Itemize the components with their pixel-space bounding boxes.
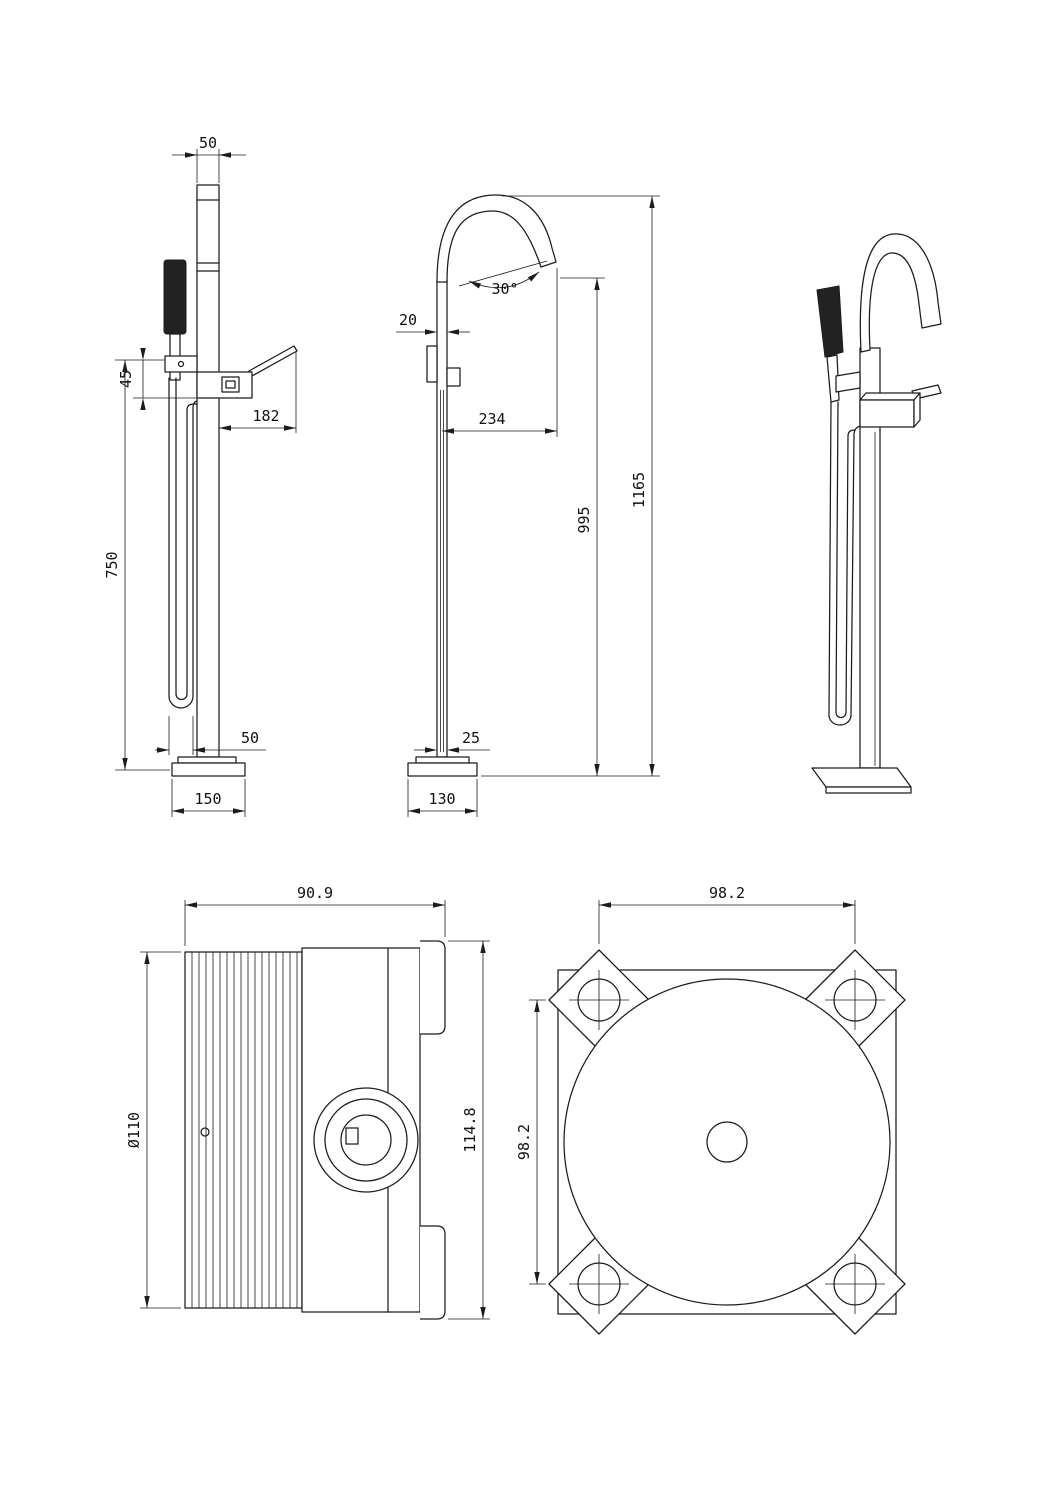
svg-text:45: 45 bbox=[117, 370, 135, 388]
faucet-front-view: 20 30° 234 995 1165 bbox=[396, 194, 660, 817]
svg-text:130: 130 bbox=[428, 790, 455, 808]
dim-lower-column-width: 25 bbox=[414, 729, 490, 753]
center-hole bbox=[706, 1121, 748, 1163]
hand-shower-holder bbox=[164, 355, 198, 373]
svg-text:114.8: 114.8 bbox=[461, 1107, 479, 1152]
svg-text:1165: 1165 bbox=[630, 472, 648, 508]
dim-valve-depth: 90.9 bbox=[184, 884, 446, 946]
dim-column-height: 750 bbox=[103, 360, 128, 770]
svg-text:25: 25 bbox=[462, 729, 480, 747]
dim-column-width: 20 bbox=[396, 311, 470, 335]
svg-text:98.2: 98.2 bbox=[515, 1124, 533, 1160]
mounting-lug bbox=[804, 1233, 906, 1335]
faucet-column bbox=[436, 279, 448, 758]
mounting-tab bbox=[420, 1225, 446, 1320]
dim-valve-height: 114.8 bbox=[448, 940, 490, 1320]
dim-base-width: 130 bbox=[407, 779, 478, 817]
shower-hose bbox=[828, 401, 867, 726]
spout bbox=[859, 233, 942, 353]
dim-bracket-height: 45 bbox=[117, 348, 146, 410]
base-plate bbox=[171, 756, 246, 777]
dim-top-width: 50 bbox=[172, 134, 246, 183]
mixer-bracket bbox=[426, 345, 461, 387]
dim-hole-spacing-x: 98.2 bbox=[598, 884, 856, 944]
svg-text:50: 50 bbox=[241, 729, 259, 747]
shower-hose bbox=[168, 377, 207, 709]
valve-body bbox=[301, 940, 446, 1320]
svg-text:50: 50 bbox=[199, 134, 217, 152]
svg-text:182: 182 bbox=[252, 407, 279, 425]
svg-text:150: 150 bbox=[194, 790, 221, 808]
svg-text:20: 20 bbox=[399, 311, 417, 329]
base-plate bbox=[811, 767, 912, 794]
svg-text:995: 995 bbox=[575, 506, 593, 533]
mixer-bracket bbox=[196, 345, 298, 399]
screw-hole bbox=[200, 1127, 210, 1137]
corrugated-sleeve bbox=[184, 951, 303, 1309]
valve-side-view: 90.9 Ø110 114.8 bbox=[125, 884, 490, 1320]
faucet-column bbox=[196, 184, 220, 758]
valve-front-view: 98.2 98.2 bbox=[515, 884, 906, 1335]
cover-disc bbox=[563, 978, 891, 1306]
hand-shower-icon bbox=[816, 285, 844, 358]
hand-shower-icon bbox=[163, 259, 187, 335]
hand-shower-holder bbox=[835, 371, 861, 393]
faucet-side-view: 50 45 182 750 50 bbox=[103, 134, 298, 817]
svg-text:98.2: 98.2 bbox=[709, 884, 745, 902]
dim-base-width: 150 bbox=[171, 779, 246, 817]
svg-text:90.9: 90.9 bbox=[297, 884, 333, 902]
mounting-tab bbox=[420, 940, 446, 1035]
dim-spout-angle: 30° bbox=[458, 260, 548, 298]
dim-lever-reach: 182 bbox=[219, 352, 297, 433]
cartridge-ring bbox=[313, 1087, 419, 1193]
dim-hole-spacing-y: 98.2 bbox=[515, 999, 546, 1285]
svg-text:234: 234 bbox=[478, 410, 505, 428]
mixer-bracket bbox=[859, 384, 942, 428]
dim-valve-diameter: Ø110 bbox=[125, 951, 181, 1309]
svg-text:750: 750 bbox=[103, 551, 121, 578]
temperature-lever bbox=[248, 345, 298, 377]
dim-overall-height: 1165 bbox=[481, 195, 660, 777]
faucet-perspective-view bbox=[811, 233, 942, 794]
svg-text:30°: 30° bbox=[491, 280, 518, 298]
svg-text:Ø110: Ø110 bbox=[125, 1112, 143, 1148]
dim-hose-offset: 50 bbox=[155, 716, 266, 755]
dim-outlet-height: 995 bbox=[560, 277, 605, 776]
base-plate bbox=[407, 756, 478, 777]
dim-spout-reach: 234 bbox=[442, 268, 558, 437]
spout bbox=[436, 194, 557, 283]
